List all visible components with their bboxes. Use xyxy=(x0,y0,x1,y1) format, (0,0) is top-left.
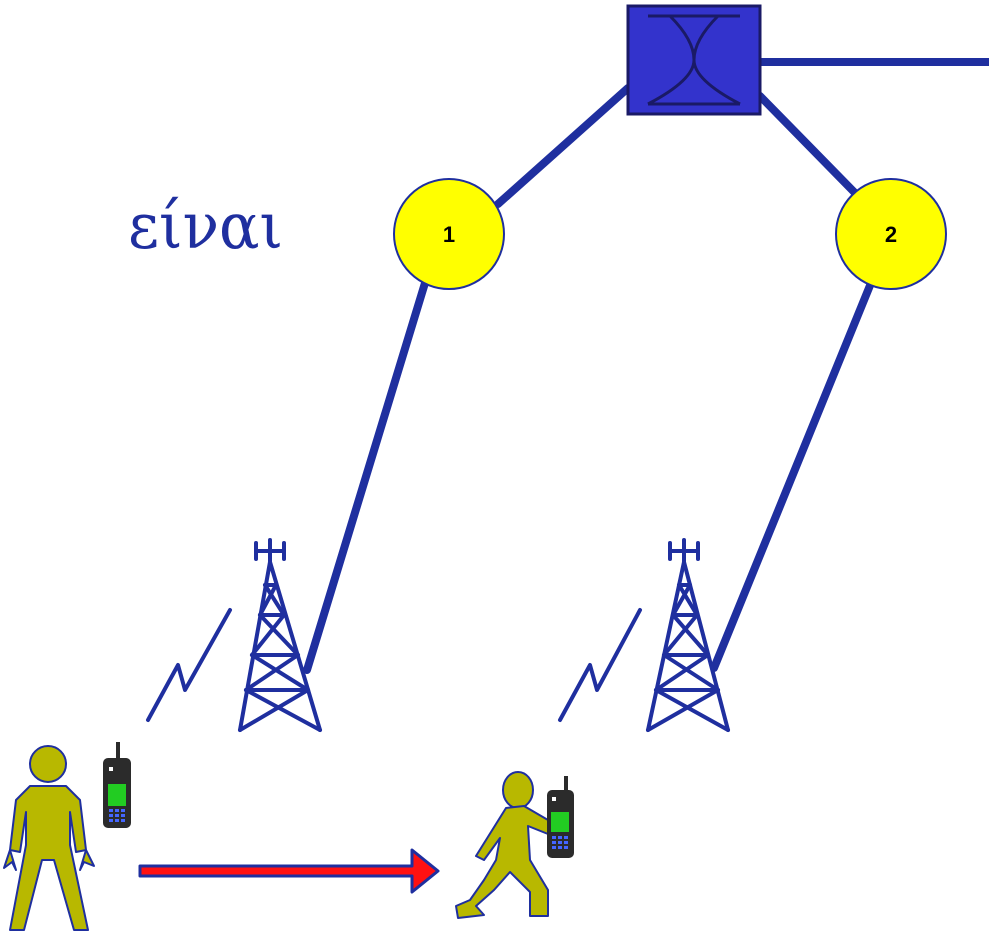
link-node-1-to-tower-1 xyxy=(303,279,429,674)
node-1: 1 xyxy=(393,178,505,290)
link-node-2-to-tower-2 xyxy=(710,279,875,672)
radio-signal-icon xyxy=(558,608,642,722)
node-2: 2 xyxy=(835,178,947,290)
link-switch-to-node-1 xyxy=(494,84,632,208)
tower-icon xyxy=(238,538,322,732)
link-switch-to-node-2 xyxy=(756,92,862,200)
heading-fragment: είναι xyxy=(128,190,283,264)
walking-person-icon xyxy=(455,771,549,919)
tower-icon xyxy=(646,538,730,732)
mobile-phone-icon xyxy=(103,742,131,828)
person-icon xyxy=(3,745,95,931)
node-2-label: 2 xyxy=(885,222,897,247)
switch-icon xyxy=(626,4,762,116)
node-1-label: 1 xyxy=(443,222,455,247)
radio-signal-icon xyxy=(146,608,232,722)
movement-arrow-icon xyxy=(138,848,440,894)
mobile-phone-icon xyxy=(547,776,574,858)
links xyxy=(303,58,989,674)
